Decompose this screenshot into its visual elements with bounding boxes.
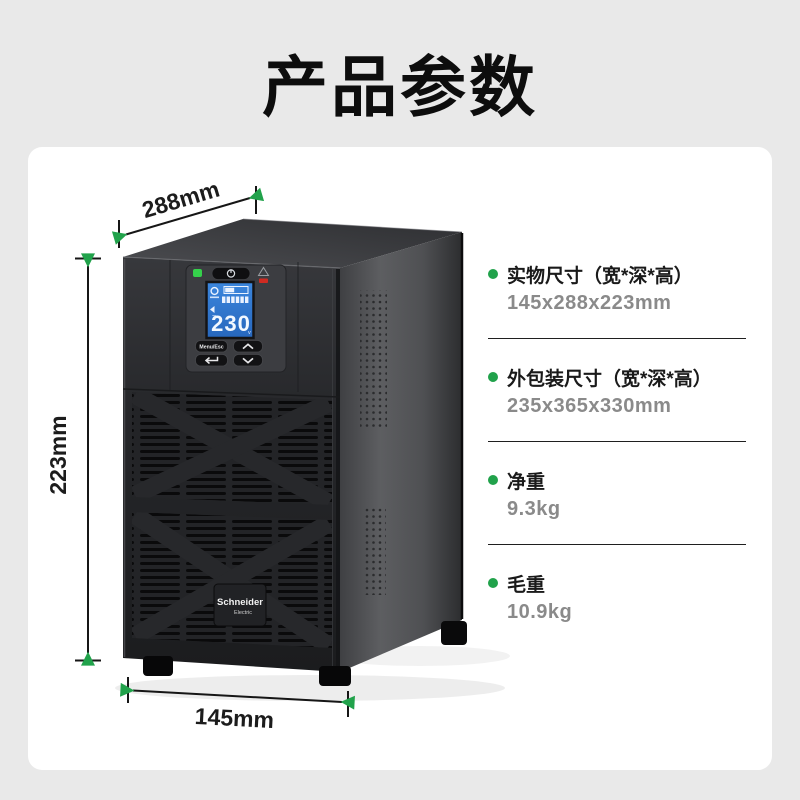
lcd-logo-icon [210,286,219,296]
spec-value: 235x365x330mm [507,395,672,417]
side-vent-dots-upper [360,290,387,430]
lcd-load-bar [223,286,249,294]
bullet-icon [488,269,498,279]
lcd-display: ~ 230 v [205,280,255,340]
front-vents-lower [132,512,332,648]
spec-value: 10.9kg [507,601,573,623]
dimension-arrow-height [75,253,101,666]
alarm-indicator [257,266,270,283]
foot-front-left [143,656,173,676]
spec-item-net-weight: 净重 9.3kg [488,468,746,522]
menu-esc-label: Menu/Esc [199,345,223,351]
menu-esc-button: Menu/Esc [195,340,228,353]
spec-item-package-size: 外包装尺寸（宽*深*高） 235x365x330mm [488,365,746,419]
bullet-icon [488,372,498,382]
spec-label: 实物尺寸（宽*深*高） [507,265,693,287]
svg-text:~: ~ [212,313,216,320]
divider [488,338,746,339]
lcd-mute-icon [210,306,215,313]
spec-value: 9.3kg [507,498,561,520]
brand-badge: Schneider Electric [213,583,267,627]
spec-value: 145x288x223mm [507,292,672,314]
spec-label: 外包装尺寸（宽*深*高） [507,368,712,390]
height-dimension-label: 223mm [45,415,71,494]
enter-button [195,354,228,367]
control-panel: ~ 230 v Menu/Esc [185,264,287,373]
side-vent-dots-lower [362,505,386,595]
front-vents-upper [132,392,332,505]
chevron-up-icon [242,343,254,350]
spec-item-size: 实物尺寸（宽*深*高） 145x288x223mm [488,262,746,316]
ups-side-face [340,232,462,672]
svg-text:v: v [248,330,251,336]
divider [488,544,746,545]
ups-device: Schneider Electric [122,218,467,686]
page-title: 产品参数 [262,50,538,124]
lcd-battery-segments [222,296,249,303]
chevron-down-icon [242,357,254,364]
divider [488,441,746,442]
dimension-arrow-depth [111,186,265,248]
bullet-icon [488,578,498,588]
width-dimension-label: 145mm [194,703,275,733]
spec-list: 实物尺寸（宽*深*高） 145x288x223mm 外包装尺寸（宽*深*高） 2… [488,262,746,625]
red-led [259,278,268,283]
down-button [233,354,263,367]
spec-item-gross-weight: 毛重 10.9kg [488,571,746,625]
power-button [211,267,251,280]
enter-icon [204,356,219,365]
brand-name: Schneider [217,597,263,608]
spec-label: 净重 [507,471,546,493]
green-led [193,269,202,277]
dimension-arrow-width [120,677,355,717]
lcd-reading: 230 [211,311,251,336]
spec-label: 毛重 [507,574,546,596]
foot-rear-right [441,621,467,645]
depth-dimension-label: 288mm [139,176,222,223]
up-button [233,340,263,353]
bullet-icon [488,475,498,485]
foot-front-right [319,666,351,686]
brand-sub: Electric [234,610,252,616]
